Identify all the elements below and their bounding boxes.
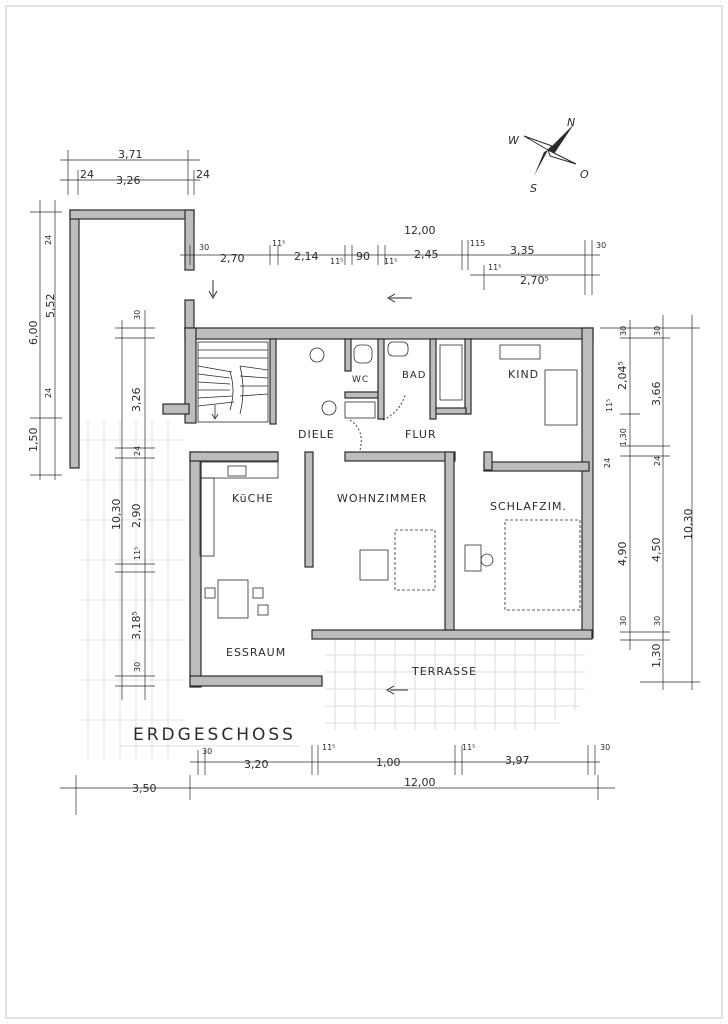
dim-bot-30a: 30 xyxy=(202,747,212,756)
compass-w: W xyxy=(508,134,520,147)
room-label-terrasse: TERRASSE xyxy=(411,665,477,678)
dim-left-30b: 30 xyxy=(133,662,142,672)
dim-top-326: 3,26 xyxy=(116,174,141,187)
dim-bot-350: 3,50 xyxy=(132,782,157,795)
dim-right-490: 4,90 xyxy=(616,542,629,567)
dim-top-335: 3,35 xyxy=(510,244,535,257)
dimension-lines xyxy=(30,150,700,815)
west-yard-grid xyxy=(80,420,185,760)
dim-top-90: 90 xyxy=(356,250,370,263)
dim-right-1305: 1,30 xyxy=(650,644,663,669)
dim-top-371: 3,71 xyxy=(118,148,143,161)
dim-right-30c: 30 xyxy=(619,616,628,626)
north-compass xyxy=(523,124,577,176)
dim-bot-115a: 11⁵ xyxy=(322,743,335,752)
dim-bot-100: 1,00 xyxy=(376,756,401,769)
dim-top-214: 2,14 xyxy=(294,250,319,263)
room-label-flur: FLUR xyxy=(405,428,437,441)
dim-top-30b: 30 xyxy=(596,241,606,250)
dim-right-450: 4,50 xyxy=(650,538,663,563)
dim-bot-30b: 30 xyxy=(600,743,610,752)
dim-top-115d: 115 xyxy=(470,239,485,248)
room-label-wc: WC xyxy=(352,375,369,385)
room-label-wohnzimmer: WOHNZIMMER xyxy=(337,492,427,505)
dim-left-552: 5,52 xyxy=(44,294,57,319)
dim-right-2045: 2,04⁵ xyxy=(616,361,629,390)
terrace-grid xyxy=(325,640,585,730)
dim-right-24a: 24 xyxy=(603,458,612,468)
dim-top-115e: 11⁵ xyxy=(488,263,501,272)
dim-top-24b: 24 xyxy=(196,168,210,181)
dim-left-150: 1,50 xyxy=(27,428,40,453)
dim-right-30a: 30 xyxy=(619,326,628,336)
room-label-bad: BAD xyxy=(402,370,426,381)
dim-right-1030: 10,30 xyxy=(682,509,695,541)
dim-bot-320: 3,20 xyxy=(244,758,269,771)
dim-left-24b: 24 xyxy=(44,388,53,398)
staircase xyxy=(197,341,269,423)
dim-top-30a: 30 xyxy=(199,243,209,252)
dim-left-326: 3,26 xyxy=(130,388,143,413)
dim-top-270: 2,70 xyxy=(220,252,245,265)
dim-top-115a: 11⁵ xyxy=(272,239,285,248)
dim-top-24a: 24 xyxy=(80,168,94,181)
dim-bot-115b: 11⁵ xyxy=(462,743,475,752)
entrance-arrows xyxy=(208,280,412,695)
dim-right-130: 1,30 xyxy=(619,428,628,446)
dim-top-115c: 11⁵ xyxy=(384,257,397,266)
dim-left-290: 2,90 xyxy=(130,504,143,529)
dim-left-24a: 24 xyxy=(44,235,53,245)
dim-bot-397: 3,97 xyxy=(505,754,530,767)
room-label-kind: KIND xyxy=(508,368,539,381)
dim-right-30d: 30 xyxy=(653,616,662,626)
page-border xyxy=(5,5,723,1019)
dim-left-1030: 10,30 xyxy=(110,499,123,531)
compass-n: N xyxy=(567,116,575,129)
furniture xyxy=(199,341,581,619)
dim-right-24b: 24 xyxy=(653,456,662,466)
compass-s: S xyxy=(530,182,537,195)
dim-right-30b: 30 xyxy=(653,326,662,336)
dim-right-115: 11⁵ xyxy=(605,399,614,412)
dim-top-2705: 2,70⁵ xyxy=(520,274,549,287)
walls xyxy=(69,209,594,688)
room-label-kueche: KüCHE xyxy=(232,492,274,505)
room-label-essraum: ESSRAUM xyxy=(226,646,286,659)
room-label-diele: DIELE xyxy=(298,428,335,441)
dim-left-115: 11⁵ xyxy=(133,547,142,560)
door-swings xyxy=(349,394,406,451)
dim-left-30a: 30 xyxy=(133,310,142,320)
dim-bot-1200: 12,00 xyxy=(404,776,436,789)
dim-top-1200: 12,00 xyxy=(404,224,436,237)
dim-right-366: 3,66 xyxy=(650,382,663,407)
dim-left-24c: 24 xyxy=(133,446,142,456)
plan-title: ERDGESCHOSS xyxy=(133,725,296,745)
compass-o: O xyxy=(580,168,589,181)
dim-top-245: 2,45 xyxy=(414,248,439,261)
dim-left-3185: 3,18⁵ xyxy=(130,611,143,640)
room-label-schlafzim: SCHLAFZIM. xyxy=(490,500,567,513)
dim-top-115b: 11⁵ xyxy=(330,257,343,266)
dim-left-600: 6,00 xyxy=(27,321,40,346)
